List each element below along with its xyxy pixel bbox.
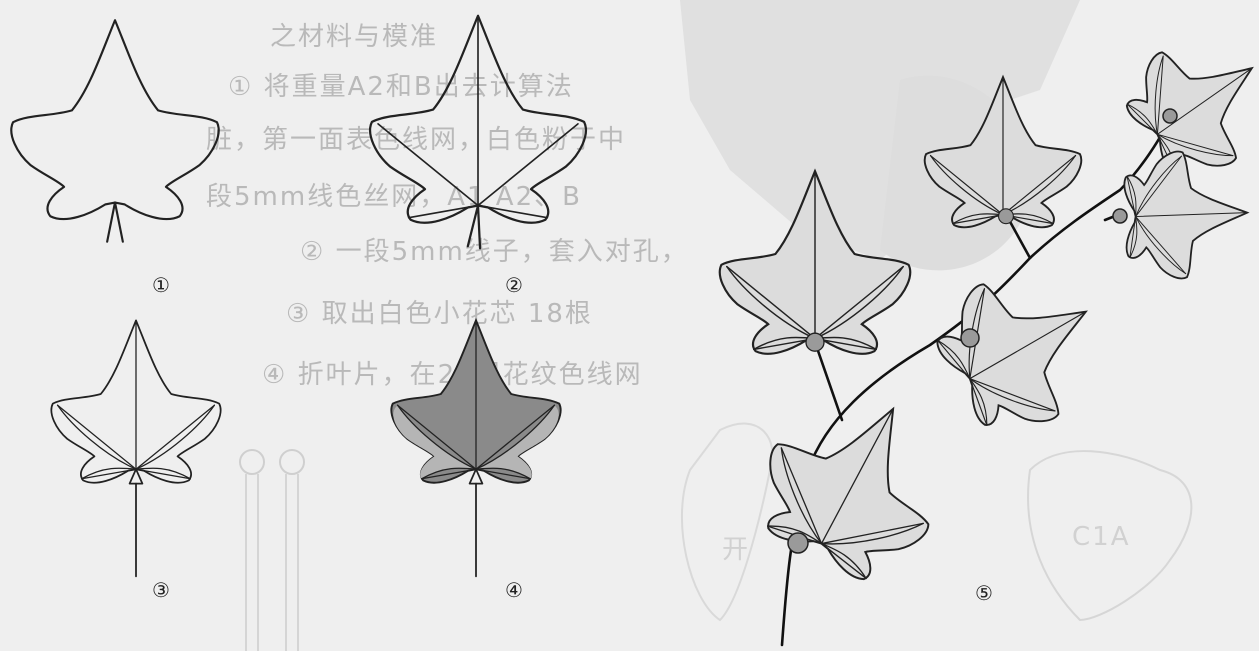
background-label: 开: [722, 535, 750, 565]
background-text-line: ① 将重量A2和B出去计算法: [228, 72, 574, 102]
leaf-node: [999, 209, 1014, 224]
background-text-line: ② 一段5mm线子，套入对孔，: [300, 237, 689, 267]
branch-leaf: [921, 246, 1124, 451]
step-label-5: ⑤: [975, 581, 993, 605]
background-text-line: ③ 取出白色小花芯 18根: [286, 299, 593, 329]
background-label: C1A: [1072, 522, 1130, 552]
step-label-2: ②: [505, 273, 523, 297]
background-text-line: 脏，第一面表色线网，白色粉于中: [206, 125, 626, 155]
background-text-block: 之材料与模准 ① 将重量A2和B出去计算法 脏，第一面表色线网，白色粉于中 段5…: [206, 22, 689, 390]
step-4-leaf: [391, 320, 560, 576]
background-text-line: 段5mm线色丝网，A1 A2、B: [206, 182, 582, 212]
step-label-4: ④: [505, 578, 523, 602]
step-label-1: ①: [152, 273, 170, 297]
leaf-node: [961, 329, 979, 347]
background-stick-shape: [240, 450, 304, 651]
step-label-3: ③: [152, 578, 170, 602]
leaf-node: [806, 333, 824, 351]
leaf-node: [1113, 209, 1127, 223]
step-1-leaf: [11, 20, 218, 241]
background-text-line: 之材料与模准: [270, 22, 438, 52]
leaf-node: [788, 533, 808, 553]
step-3-leaf: [51, 320, 220, 576]
leaf-node: [1163, 109, 1177, 123]
branch-leaf: [1123, 149, 1249, 280]
